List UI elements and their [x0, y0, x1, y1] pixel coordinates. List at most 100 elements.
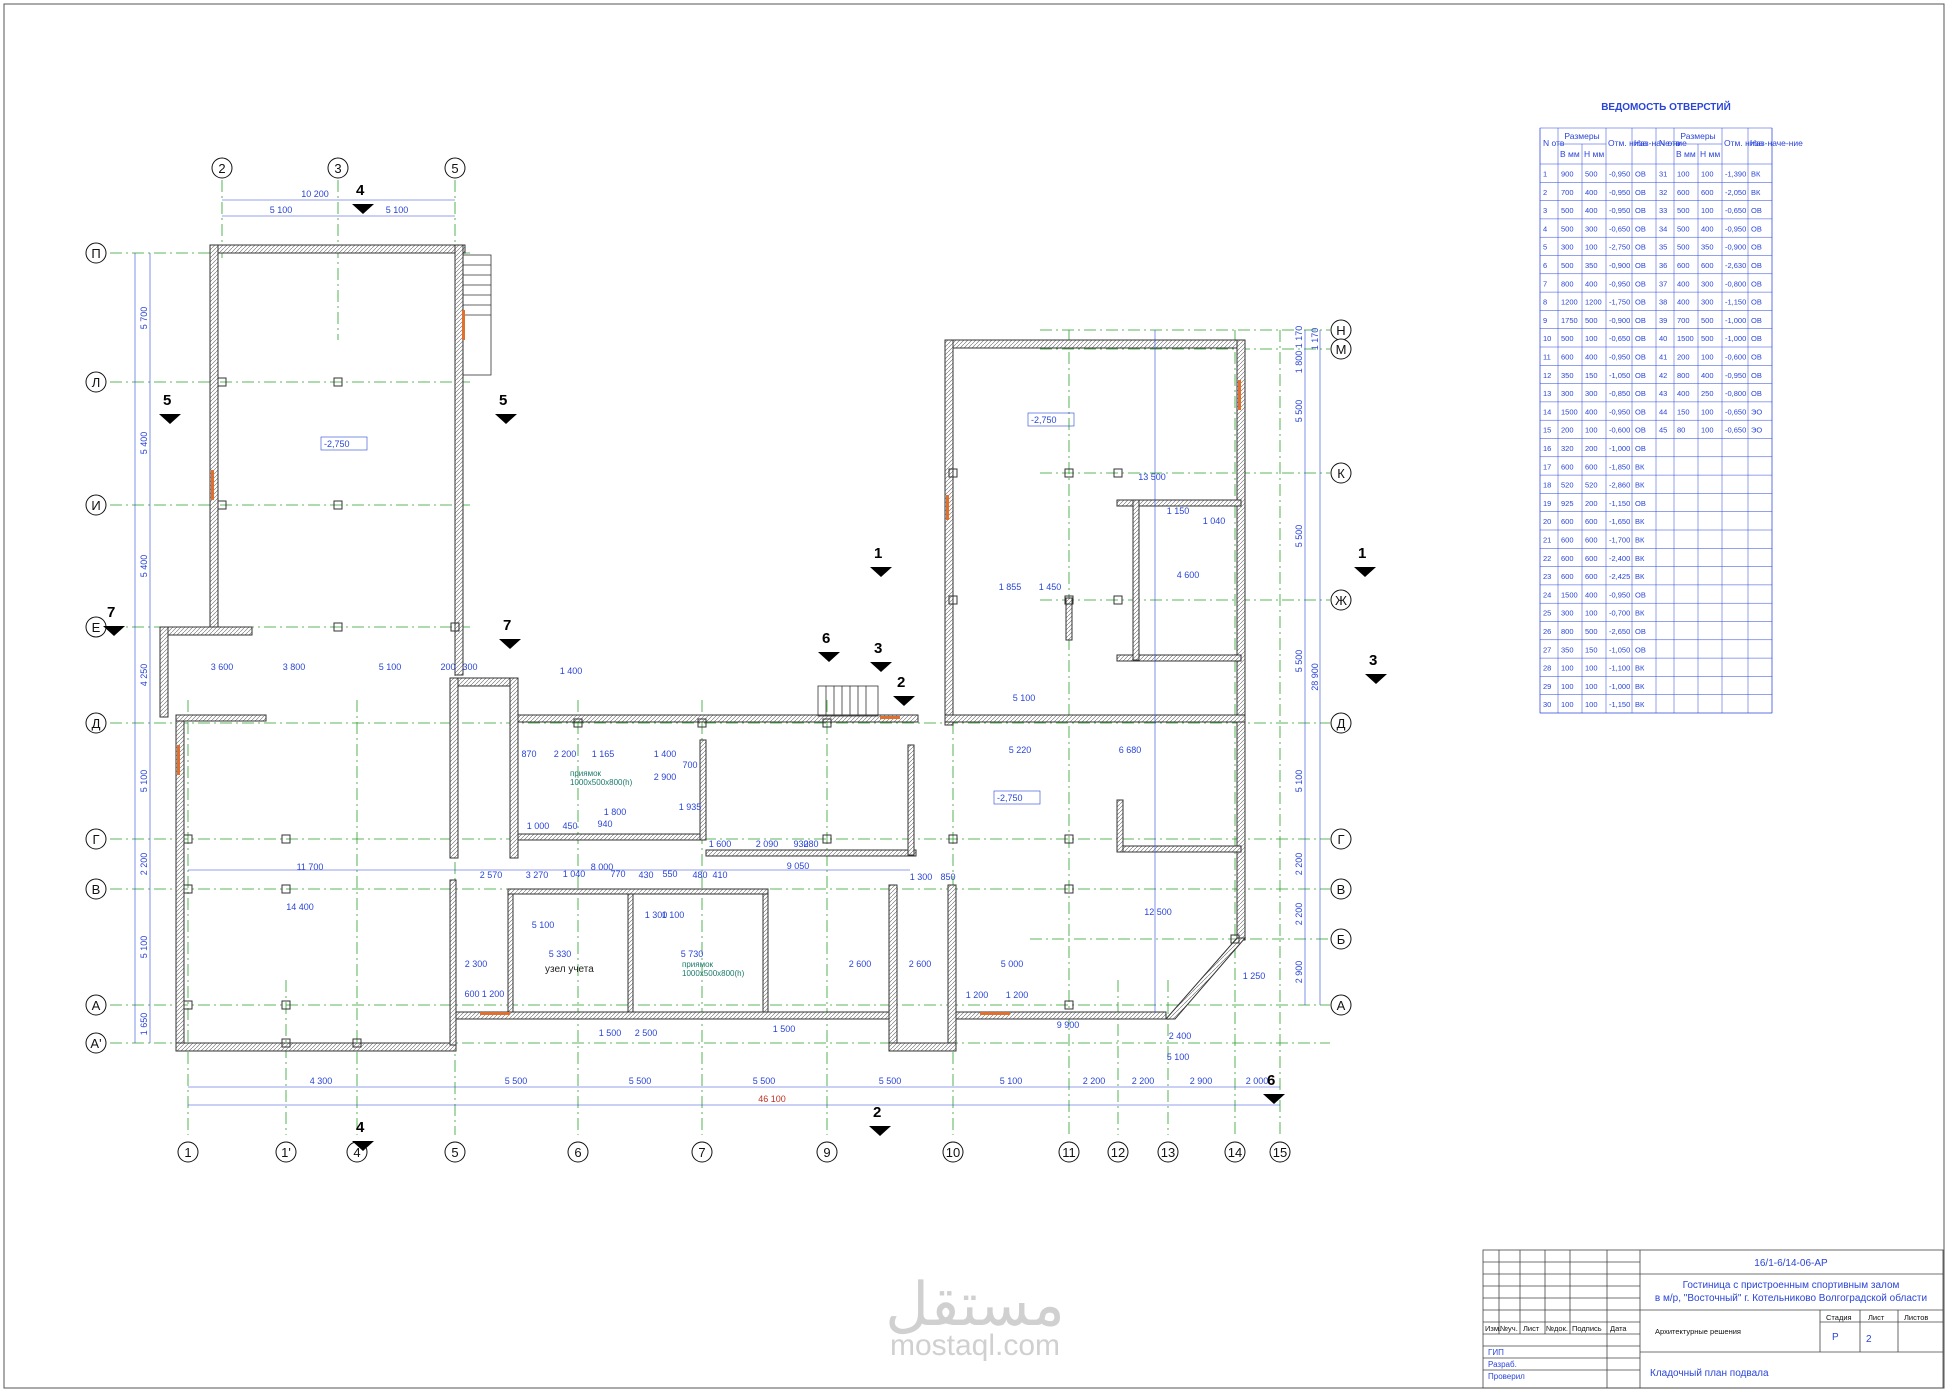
dim-inner-51: 1 040	[1203, 516, 1226, 526]
tbl-cell: 500	[1677, 243, 1690, 252]
tbl-cell: 300	[1561, 243, 1574, 252]
dim-left-0: 5 700	[139, 307, 149, 330]
tbl-cell: 200	[1585, 444, 1598, 453]
tbl-cell: -0,950	[1609, 279, 1630, 288]
tbl-cell: 250	[1701, 389, 1714, 398]
axis-bubble-rrow-1-label: М	[1336, 342, 1347, 357]
project-line-2: в м/р, "Восточный" г. Котельниково Волго…	[1655, 1292, 1927, 1304]
openings-table-grid	[1539, 127, 1773, 714]
tbl-cell: 200	[1677, 353, 1690, 362]
tbl-cell: 350	[1701, 243, 1714, 252]
tbl-cell: ОВ	[1635, 389, 1646, 398]
dim-right-inner-2: 5 500	[1294, 400, 1304, 423]
section-mark-10: 6	[1263, 1072, 1285, 1104]
tbl-cell: ВК	[1635, 517, 1645, 526]
axis-bubble-col-12: 15	[1269, 1141, 1291, 1163]
tbl-cell: 9	[1543, 316, 1547, 325]
tbl-cell: 1750	[1561, 316, 1578, 325]
tbl-cell: 500	[1561, 261, 1574, 270]
stamp-col-5: Дата	[1610, 1324, 1627, 1333]
tbl-cell: ВК	[1635, 609, 1645, 618]
tbl-cell: 150	[1585, 371, 1598, 380]
tbl-cell: 29	[1543, 682, 1551, 691]
axis-bubble-col-11-label: 14	[1228, 1145, 1242, 1160]
tbl-cell: 100	[1561, 682, 1574, 691]
dim-top-0: 10 200	[301, 189, 329, 199]
tbl-cell: -1,050	[1609, 645, 1630, 654]
dim-inner-26: 410	[712, 870, 727, 880]
tbl-cell: 800	[1677, 371, 1690, 380]
tbl-cell: ОВ	[1751, 371, 1762, 380]
tbl-cell: 100	[1585, 426, 1598, 435]
sheet-name: Кладочный план подвала	[1650, 1368, 1769, 1379]
tbl-cell: 10	[1543, 334, 1551, 343]
tbl-cell: 40	[1659, 334, 1667, 343]
dim-inner-50: 1 150	[1167, 506, 1190, 516]
dim-inner-37: 2 500	[635, 1028, 658, 1038]
tbl-cell: 15	[1543, 426, 1551, 435]
dim-right-inner-7: 2 200	[1294, 903, 1304, 926]
dim-right-inner-3: 5 500	[1294, 525, 1304, 548]
axis-bubble-col-0-label: 1	[184, 1145, 191, 1160]
dim-inner-59: 9 900	[1057, 1020, 1080, 1030]
tbl-cell: 33	[1659, 206, 1667, 215]
dim-inner-0: 3 600	[211, 662, 234, 672]
tbl-cell: ОВ	[1751, 206, 1762, 215]
axis-bubble-col-3-label: 5	[451, 1145, 458, 1160]
axis-bubble-rrow-3: Ж	[1330, 589, 1352, 611]
tbl-cell: 350	[1585, 261, 1598, 270]
tbl-cell: -0,900	[1609, 261, 1630, 270]
tbl-cell: 300	[1561, 389, 1574, 398]
tbl-cell: 80	[1677, 426, 1685, 435]
tbl-cell: 42	[1659, 371, 1667, 380]
tbl-cell: -1,650	[1609, 517, 1630, 526]
dim-bottom-1: 5 500	[505, 1076, 528, 1086]
stamp-role-2: Проверил	[1488, 1372, 1525, 1381]
sheet-frame	[3, 3, 1945, 1389]
tbl-cell: -2,630	[1725, 261, 1746, 270]
tbl-cell: 100	[1585, 609, 1598, 618]
dim-inner-56: 5 000	[1001, 959, 1024, 969]
axis-bubble-rrow-0-label: Н	[1336, 323, 1345, 338]
tbl-cell: ВК	[1635, 462, 1645, 471]
tbl-cell: -0,950	[1609, 353, 1630, 362]
tbl-cell: 20	[1543, 517, 1551, 526]
tbl-cell: 300	[1585, 224, 1598, 233]
tbl-cell: 500	[1561, 334, 1574, 343]
tbl-cell: 100	[1701, 170, 1714, 179]
openings-table-title: ВЕДОМОСТЬ ОТВЕРСТИЙ	[1601, 100, 1731, 113]
tbl-cell: ОВ	[1635, 627, 1646, 636]
tbl-cell: ОВ	[1635, 224, 1646, 233]
section-mark-label: 4	[356, 1119, 365, 1136]
section-mark-3: 2	[869, 1104, 891, 1136]
tbl-cell: ОВ	[1635, 645, 1646, 654]
tbl-cell: 31	[1659, 170, 1667, 179]
tbl-cell: -0,650	[1725, 206, 1746, 215]
dim-right-outer-0: 1 170	[1310, 328, 1320, 351]
dim-inner-14: 1 000	[527, 821, 550, 831]
tbl-cell: -1,050	[1609, 371, 1630, 380]
dim-inner-19: 2 570	[480, 870, 503, 880]
tbl-cell: 27	[1543, 645, 1551, 654]
stamp-role-1: Разраб.	[1488, 1360, 1517, 1369]
axis-bubble-row-7-label: А	[92, 998, 101, 1013]
pit-1-label: приямок	[570, 769, 602, 778]
tbl-cell: ОВ	[1635, 334, 1646, 343]
axis-bubble-row-2-label: И	[91, 498, 100, 513]
tbl-cell: 700	[1561, 188, 1574, 197]
axis-bubble-col-5: 7	[691, 1141, 713, 1163]
tbl-cell: 1500	[1677, 334, 1694, 343]
tbl-cell: ОВ	[1635, 206, 1646, 215]
axis-bubble-col-2-label: 4	[353, 1145, 360, 1160]
axis-bubble-col-7-label: 10	[946, 1145, 960, 1160]
dim-inner-63: 1 300	[910, 872, 933, 882]
room-label-meter: узел учета	[545, 964, 594, 975]
tbl-cell: 41	[1659, 353, 1667, 362]
axis-bubble-col-10: 13	[1157, 1141, 1179, 1163]
dim-right-inner-1: 1 800	[1294, 351, 1304, 374]
tbl-cell: 200	[1585, 499, 1598, 508]
axis-bubble-row-0-label: П	[91, 246, 100, 261]
dim-right-inner-6: 2 200	[1294, 853, 1304, 876]
dim-inner-34: 600	[464, 989, 479, 999]
tbl-cell: ОВ	[1635, 188, 1646, 197]
